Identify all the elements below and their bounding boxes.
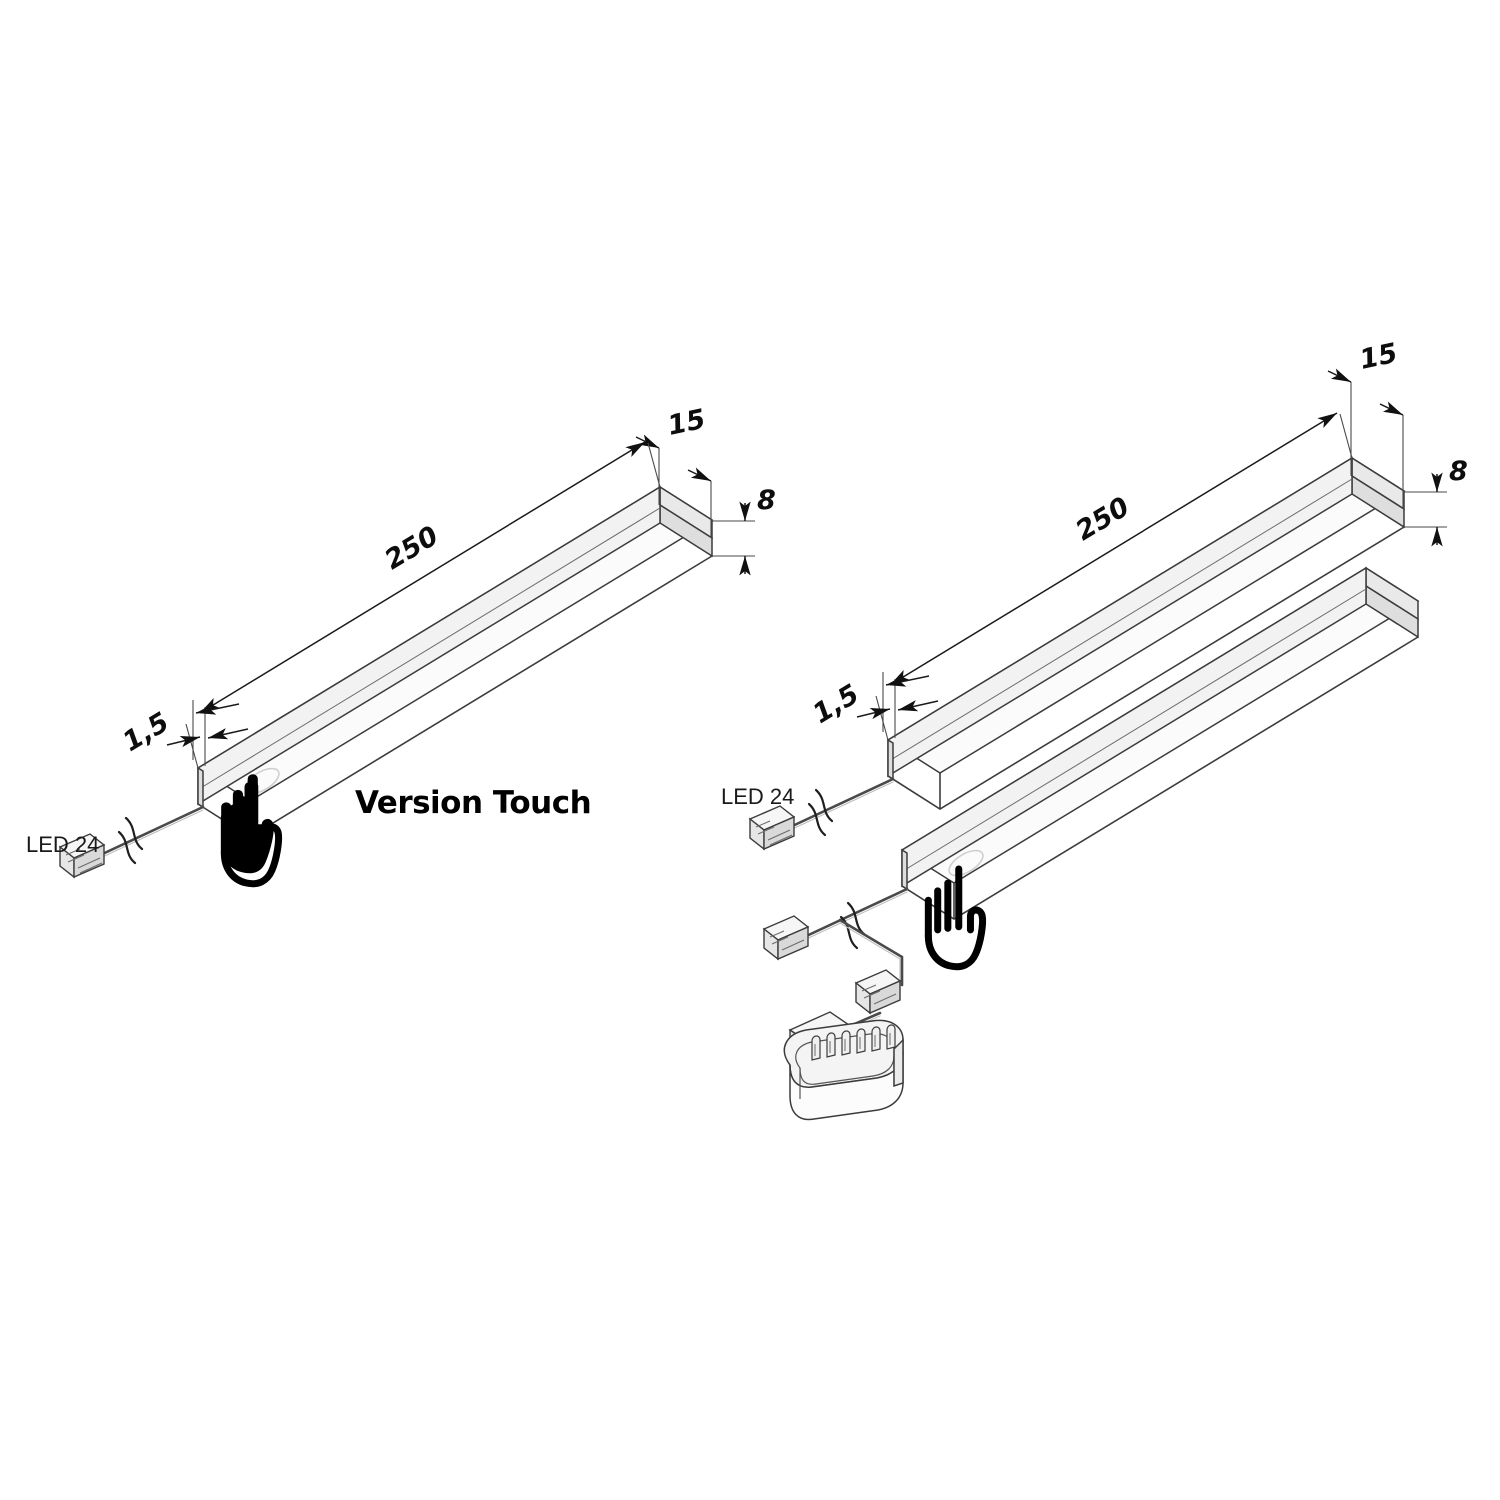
pointing-hand-icon-left (220, 774, 283, 888)
dimension-width-15-left: 15 (635, 404, 712, 538)
dim-label-8-right: 8 (1449, 456, 1468, 487)
six-port-distributor-box (783, 1011, 904, 1121)
cable-branch-right (838, 918, 904, 987)
plug-connector-lower-a (762, 915, 810, 961)
dim-label-8-left: 8 (757, 485, 776, 516)
connector-label-led24-right: LED 24 (721, 784, 794, 809)
power-cable-left (94, 805, 205, 859)
distributor-port (811, 1035, 821, 1061)
dim-label-1-5-right: 1,5 (808, 679, 865, 730)
dim-label-15-width-right: 15 (1357, 338, 1400, 376)
dimension-height-8-right: 8 (1404, 456, 1468, 547)
dim-label-250-left: 250 (380, 520, 444, 576)
connector-label-led24-left: LED 24 (26, 832, 99, 857)
assembly-single-luminaire-touch: 15 8 250 1,5 (26, 404, 776, 888)
dim-label-15-left: 15 (665, 404, 708, 442)
dimension-length-250-left: 250 (185, 441, 661, 769)
distributor-ports (811, 1024, 896, 1061)
profile-left-end-cap (197, 766, 204, 809)
distributor-port (856, 1028, 866, 1054)
power-cable-upper-right (784, 777, 895, 831)
cable-assembly-lower-right (762, 887, 909, 1015)
touch-sensor-spot-right (948, 849, 984, 877)
assembly-dual-luminaire-touch: 15 8 250 1,5 (721, 338, 1468, 1121)
distributor-port (871, 1026, 881, 1052)
dimension-width-15-right: 15 (1327, 338, 1404, 509)
plug-connector-lower-b (854, 969, 902, 1015)
cable-assembly-upper-right: LED 24 (721, 777, 895, 851)
distributor-port (841, 1030, 851, 1056)
cable-assembly-left: LED 24 (26, 805, 205, 879)
pointing-hand-icon-right (924, 865, 987, 971)
plug-connector-left (58, 833, 106, 879)
caption-version-touch: Version Touch (355, 785, 591, 821)
distributor-port (826, 1032, 836, 1058)
distributor-port (886, 1024, 896, 1050)
dim-label-1-5-left: 1,5 (118, 707, 175, 758)
plug-connector-upper-right (748, 805, 796, 851)
dimension-height-8-left: 8 (712, 485, 776, 576)
dimension-length-250-right: 250 (875, 412, 1353, 741)
dim-label-250-right: 250 (1071, 491, 1135, 547)
cable-break-symbol-left (124, 816, 144, 851)
distributor-right-side (893, 1038, 904, 1088)
cable-break-symbol-upper-right (814, 788, 834, 823)
